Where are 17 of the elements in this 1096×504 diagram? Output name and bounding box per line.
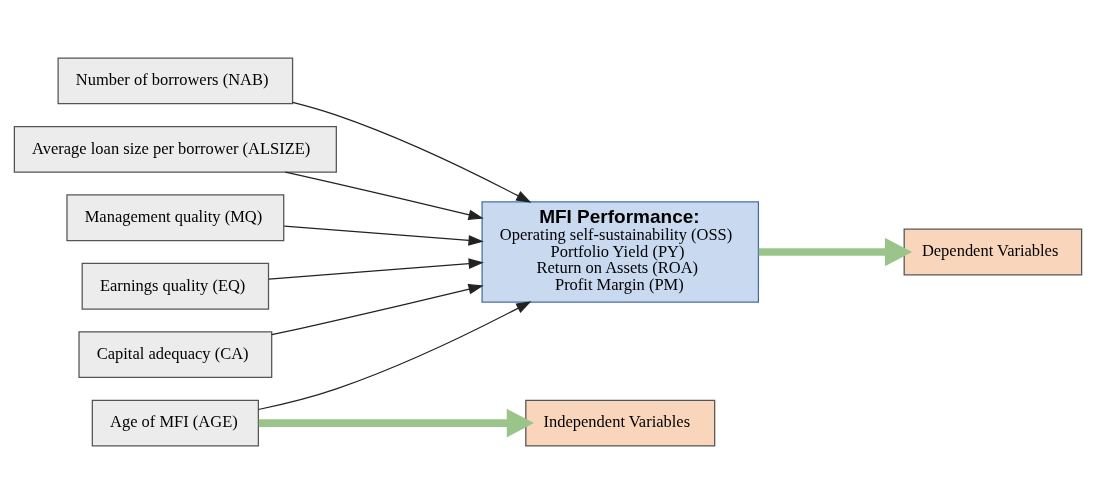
arrow [283, 225, 484, 246]
node-box: Average loan size per borrower (ALSIZE) [13, 125, 337, 173]
arrow [284, 171, 484, 221]
node-box: Age of MFI (AGE) [91, 399, 259, 447]
arrow [758, 237, 913, 267]
arrow [258, 408, 534, 438]
node-box: Number of borrowers (NAB) [57, 57, 294, 105]
node-box: MFI Performance: Operating self-sustainability (OSS) Portfolio Yield (PY) Return on Assets (ROA) Profit Margin (PM) [481, 201, 760, 303]
arrow [257, 301, 532, 411]
node-box: Dependent Variables [903, 228, 1083, 276]
node-box: Independent Variables [525, 399, 716, 447]
node-box: Capital adequacy (CA) [78, 331, 273, 379]
arrow [292, 101, 532, 203]
arrow [271, 283, 484, 336]
node-box: Management quality (MQ) [66, 194, 285, 242]
arrow [268, 258, 484, 280]
node-box: Earnings quality (EQ) [81, 262, 270, 310]
